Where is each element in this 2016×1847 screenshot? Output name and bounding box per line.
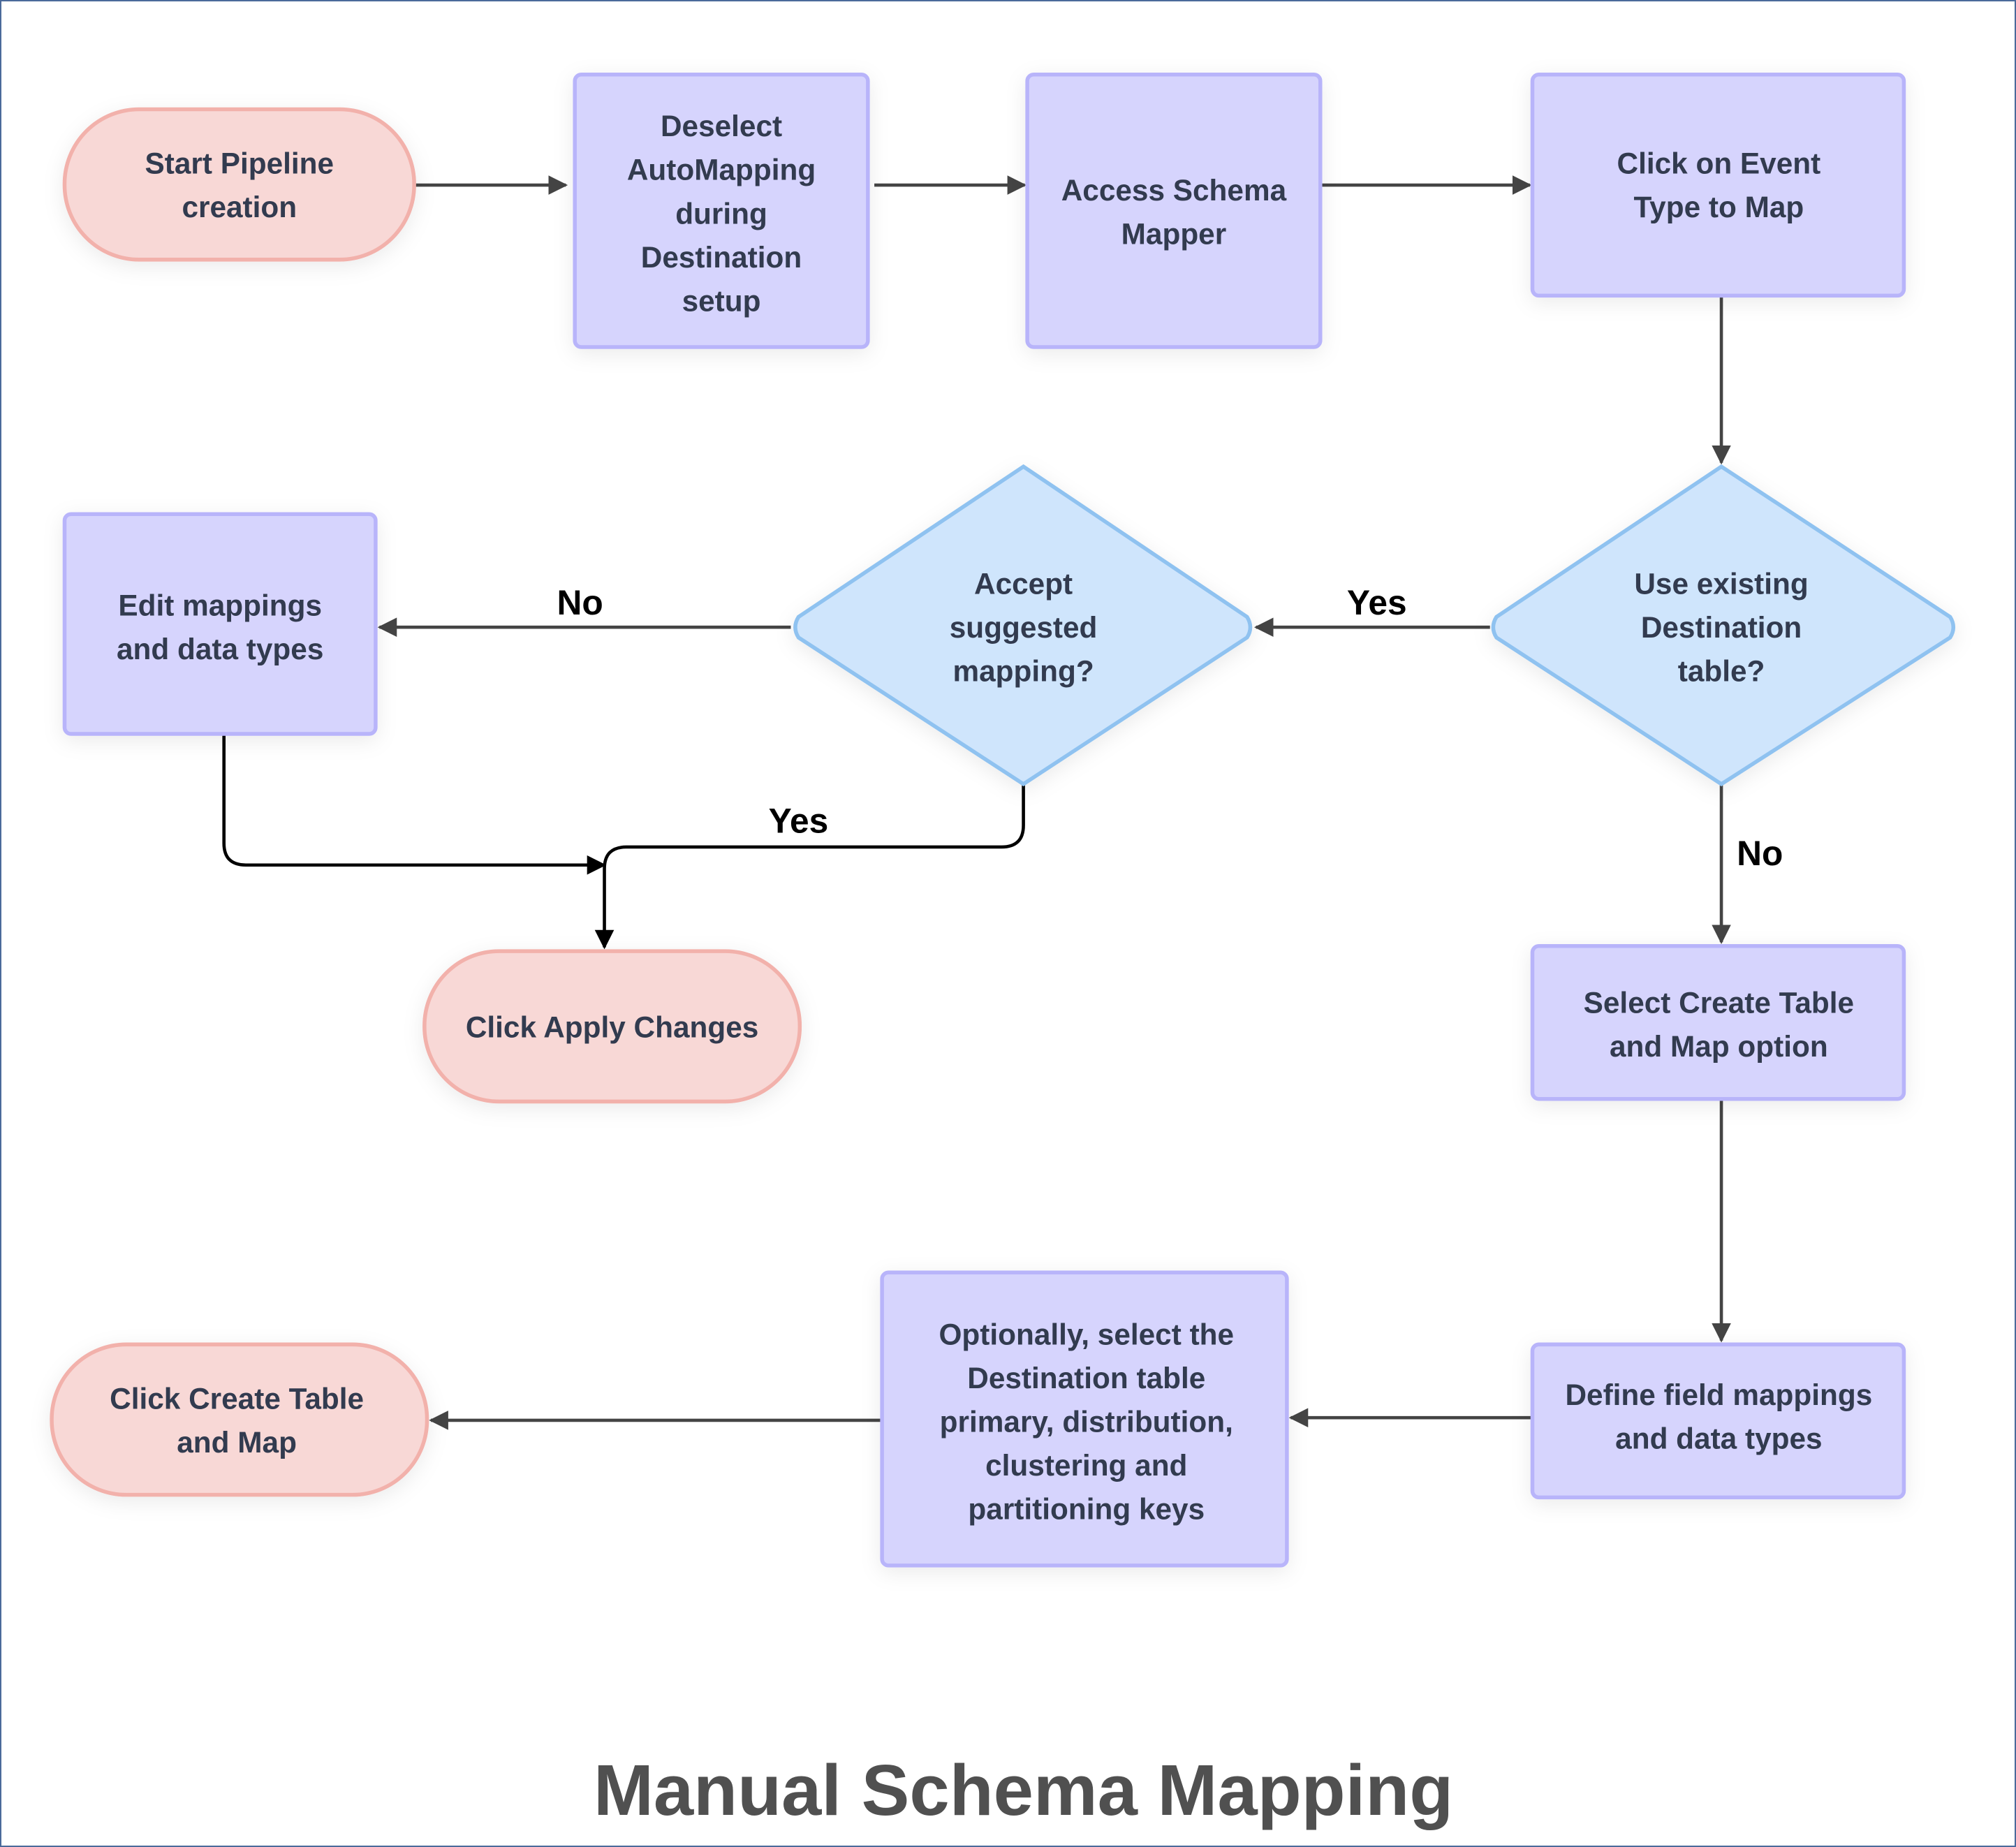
node-label-line: AutoMapping [627, 154, 816, 186]
node-label-line: setup [682, 284, 761, 317]
edge-label-accept-yes: Yes [769, 802, 829, 841]
node-label: Edit mappings and data types [117, 589, 323, 666]
node-label: Click Create Table and Map [110, 1382, 364, 1459]
node-label-line: creation [182, 191, 297, 223]
node-label-line: Destination table [967, 1362, 1205, 1395]
node-label: Define field mappings and data types [1565, 1378, 1872, 1455]
edge-label-accept-no: No [557, 583, 603, 622]
node-label-line: Deselect [661, 110, 782, 142]
edge-accept-yes-to-apply [594, 785, 1025, 950]
node-label-line: Destination [641, 241, 802, 274]
node-accept-decision[interactable]: Accept suggested mapping? [793, 464, 1253, 787]
node-edit-mappings[interactable]: Edit mappings and data types [62, 512, 378, 736]
node-label-line: and Map [177, 1426, 297, 1459]
node-label-line: Select Create Table [1584, 986, 1854, 1019]
node-label-line: clustering and [985, 1449, 1187, 1482]
node-label-line: and data types [117, 633, 323, 665]
node-label-line: Start Pipeline [145, 147, 334, 179]
node-label-line: primary, distribution, [940, 1405, 1233, 1438]
node-label-line: Click Apply Changes [466, 1010, 758, 1043]
node-label-line: Click on Event [1617, 147, 1821, 179]
edges [222, 175, 1731, 1430]
node-label-line: Click Create Table [110, 1382, 364, 1415]
node-label-line: during [675, 197, 767, 230]
node-label: Click Apply Changes [466, 1010, 758, 1043]
node-label-line: suggested [950, 611, 1098, 644]
node-label-line: Mapper [1121, 218, 1227, 251]
node-label-line: partitioning keys [968, 1493, 1205, 1526]
node-label-line: Define field mappings [1565, 1378, 1872, 1411]
node-click-create-table-and-map[interactable]: Click Create Table and Map [50, 1342, 429, 1497]
edge-label-use-existing-no: No [1737, 834, 1783, 873]
edge-edit-to-apply [222, 735, 607, 875]
node-label-line: Access Schema [1061, 174, 1287, 207]
diagram-title: Manual Schema Mapping [594, 1750, 1453, 1830]
node-label-line: Destination [1641, 611, 1802, 644]
node-label-line: Type to Map [1633, 191, 1804, 223]
node-label-line: mapping? [952, 655, 1094, 688]
edge-label-use-existing-yes: Yes [1347, 583, 1407, 622]
node-select-create-table[interactable]: Select Create Table and Map option [1530, 943, 1906, 1101]
node-label: Accept suggested mapping? [950, 567, 1098, 687]
node-click-apply-changes[interactable]: Click Apply Changes [422, 949, 802, 1104]
node-label-line: and Map option [1610, 1030, 1828, 1063]
node-define-field-mappings[interactable]: Define field mappings and data types [1530, 1342, 1906, 1500]
node-label-line: Edit mappings [118, 589, 322, 622]
node-label-line: and data types [1615, 1422, 1822, 1455]
node-start[interactable]: Start Pipeline creation [62, 107, 416, 262]
node-label-line: Use existing [1634, 567, 1808, 600]
node-label-line: table? [1678, 655, 1765, 688]
node-label: Start Pipeline creation [145, 147, 334, 223]
node-label-line: Optionally, select the [939, 1318, 1234, 1351]
node-label: Select Create Table and Map option [1584, 986, 1854, 1063]
node-label-line: Accept [974, 567, 1073, 600]
